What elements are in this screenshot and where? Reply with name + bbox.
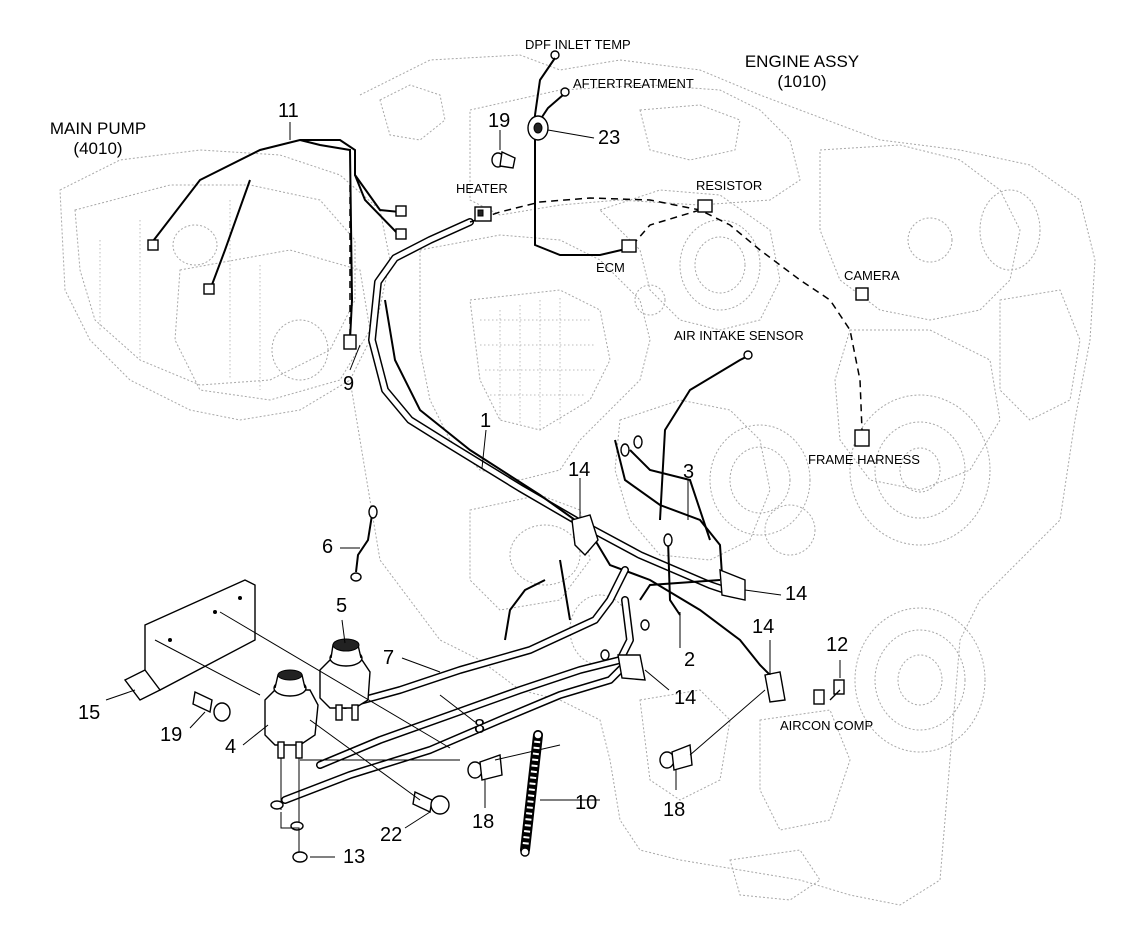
- callout-3: 3: [683, 461, 695, 483]
- connector-frame-harness: [854, 429, 870, 447]
- connector-heater-box: [474, 206, 492, 222]
- ground-strap-10: [520, 730, 543, 857]
- bolt-19b: [491, 150, 516, 169]
- connector-resistor: [697, 199, 713, 213]
- relay-4: [264, 669, 319, 831]
- callout-13: 13: [343, 846, 366, 868]
- engine-assy-name: ENGINE ASSY: [744, 52, 860, 71]
- callout-18-left: 18: [472, 811, 495, 833]
- dpf-lead: [534, 57, 556, 116]
- connector-pump-2: [203, 283, 215, 295]
- ring-terminal-c: [663, 533, 673, 547]
- clip-14-d: [764, 671, 786, 703]
- callout-6: 6: [322, 536, 334, 558]
- callout-2: 2: [684, 649, 696, 671]
- aircon-lead: [829, 689, 841, 701]
- callout-15: 15: [78, 702, 101, 724]
- callout-18-right: 18: [663, 799, 686, 821]
- callout-1: 1: [480, 410, 492, 432]
- callout-7: 7: [383, 647, 395, 669]
- callout-9: 9: [343, 373, 355, 395]
- callout-4: 4: [225, 736, 237, 758]
- label-aircon-comp: AIRCON COMP: [780, 718, 874, 733]
- aftertreatment-lead: [539, 94, 564, 121]
- callout-12: 12: [826, 634, 849, 656]
- callout-23: 23: [598, 127, 621, 149]
- main-pump-label: MAIN PUMP (4010): [38, 120, 158, 157]
- harness-11: [149, 139, 401, 341]
- label-ecm: ECM: [596, 260, 625, 275]
- connector-pump-1: [147, 239, 159, 251]
- label-heater: HEATER: [456, 181, 508, 196]
- connector-air-intake-sensor: [743, 350, 753, 360]
- battery-cable-7: [341, 566, 629, 709]
- callout-19-bottom: 19: [160, 724, 183, 746]
- connector-pump-3: [395, 205, 407, 217]
- clip-14-a: [571, 514, 599, 557]
- clip-23: [527, 115, 549, 141]
- callout-14-c: 14: [752, 616, 775, 638]
- clip-14-c: [617, 654, 646, 681]
- engine-ghost-outline: [349, 54, 1096, 906]
- connector-aircon: [813, 689, 825, 705]
- engine-assy-code: (1010): [777, 72, 827, 91]
- callout-10: 10: [575, 792, 598, 814]
- callout-19-top: 19: [488, 110, 511, 132]
- ring-terminal-e: [600, 649, 610, 661]
- bolt-19a: [192, 690, 231, 722]
- label-camera: CAMERA: [844, 268, 900, 283]
- label-dpf-inlet-temp: DPF INLET TEMP: [525, 37, 631, 52]
- bolt-18b: [659, 744, 693, 771]
- ground-lead-6: [350, 505, 378, 582]
- connector-aftertreatment: [560, 87, 570, 97]
- ring-terminal-b: [633, 435, 643, 449]
- connector-12: [833, 679, 845, 695]
- main-pump-name: MAIN PUMP: [49, 119, 147, 138]
- connector-camera: [855, 287, 869, 301]
- relay-5: [319, 638, 371, 721]
- harness-1: [384, 115, 776, 681]
- bolt-18a: [467, 754, 503, 781]
- ring-terminal-a: [620, 443, 630, 457]
- starter-wire: [504, 579, 546, 641]
- bolt-22: [412, 790, 450, 815]
- clip-14-b: [719, 568, 746, 601]
- starter-wire-2: [559, 559, 571, 621]
- callout-8: 8: [474, 716, 486, 738]
- harness-9: [368, 218, 744, 599]
- connector-ecm: [621, 239, 637, 253]
- engine-assy-label: ENGINE ASSY (1010): [732, 53, 872, 90]
- callout-14-a: 14: [568, 459, 591, 481]
- connector-pump-4: [395, 228, 407, 240]
- nut-13: [280, 812, 308, 863]
- main-pump-code: (4010): [73, 139, 123, 158]
- ring-terminal-d: [640, 619, 650, 631]
- label-frame-harness: FRAME HARNESS: [808, 452, 920, 467]
- callout-5: 5: [336, 595, 348, 617]
- connector-9: [343, 334, 357, 350]
- label-aftertreatment: AFTERTREATMENT: [573, 76, 694, 91]
- connector-dpf-inlet-temp: [550, 50, 560, 60]
- callout-14-d: 14: [674, 687, 697, 709]
- bracket-15: [123, 579, 256, 701]
- ecm-dashed-routing: [349, 185, 863, 431]
- battery-cable-8: [316, 596, 634, 769]
- main-pump-ghost-outline: [59, 149, 391, 421]
- callout-14-b: 14: [785, 583, 808, 605]
- callout-22: 22: [380, 824, 403, 846]
- label-resistor: RESISTOR: [696, 178, 763, 193]
- callout-11: 11: [278, 100, 299, 122]
- label-air-intake-sensor: AIR INTAKE SENSOR: [674, 328, 804, 343]
- leader-lines: [105, 122, 841, 858]
- battery-cable-lower: [281, 661, 629, 804]
